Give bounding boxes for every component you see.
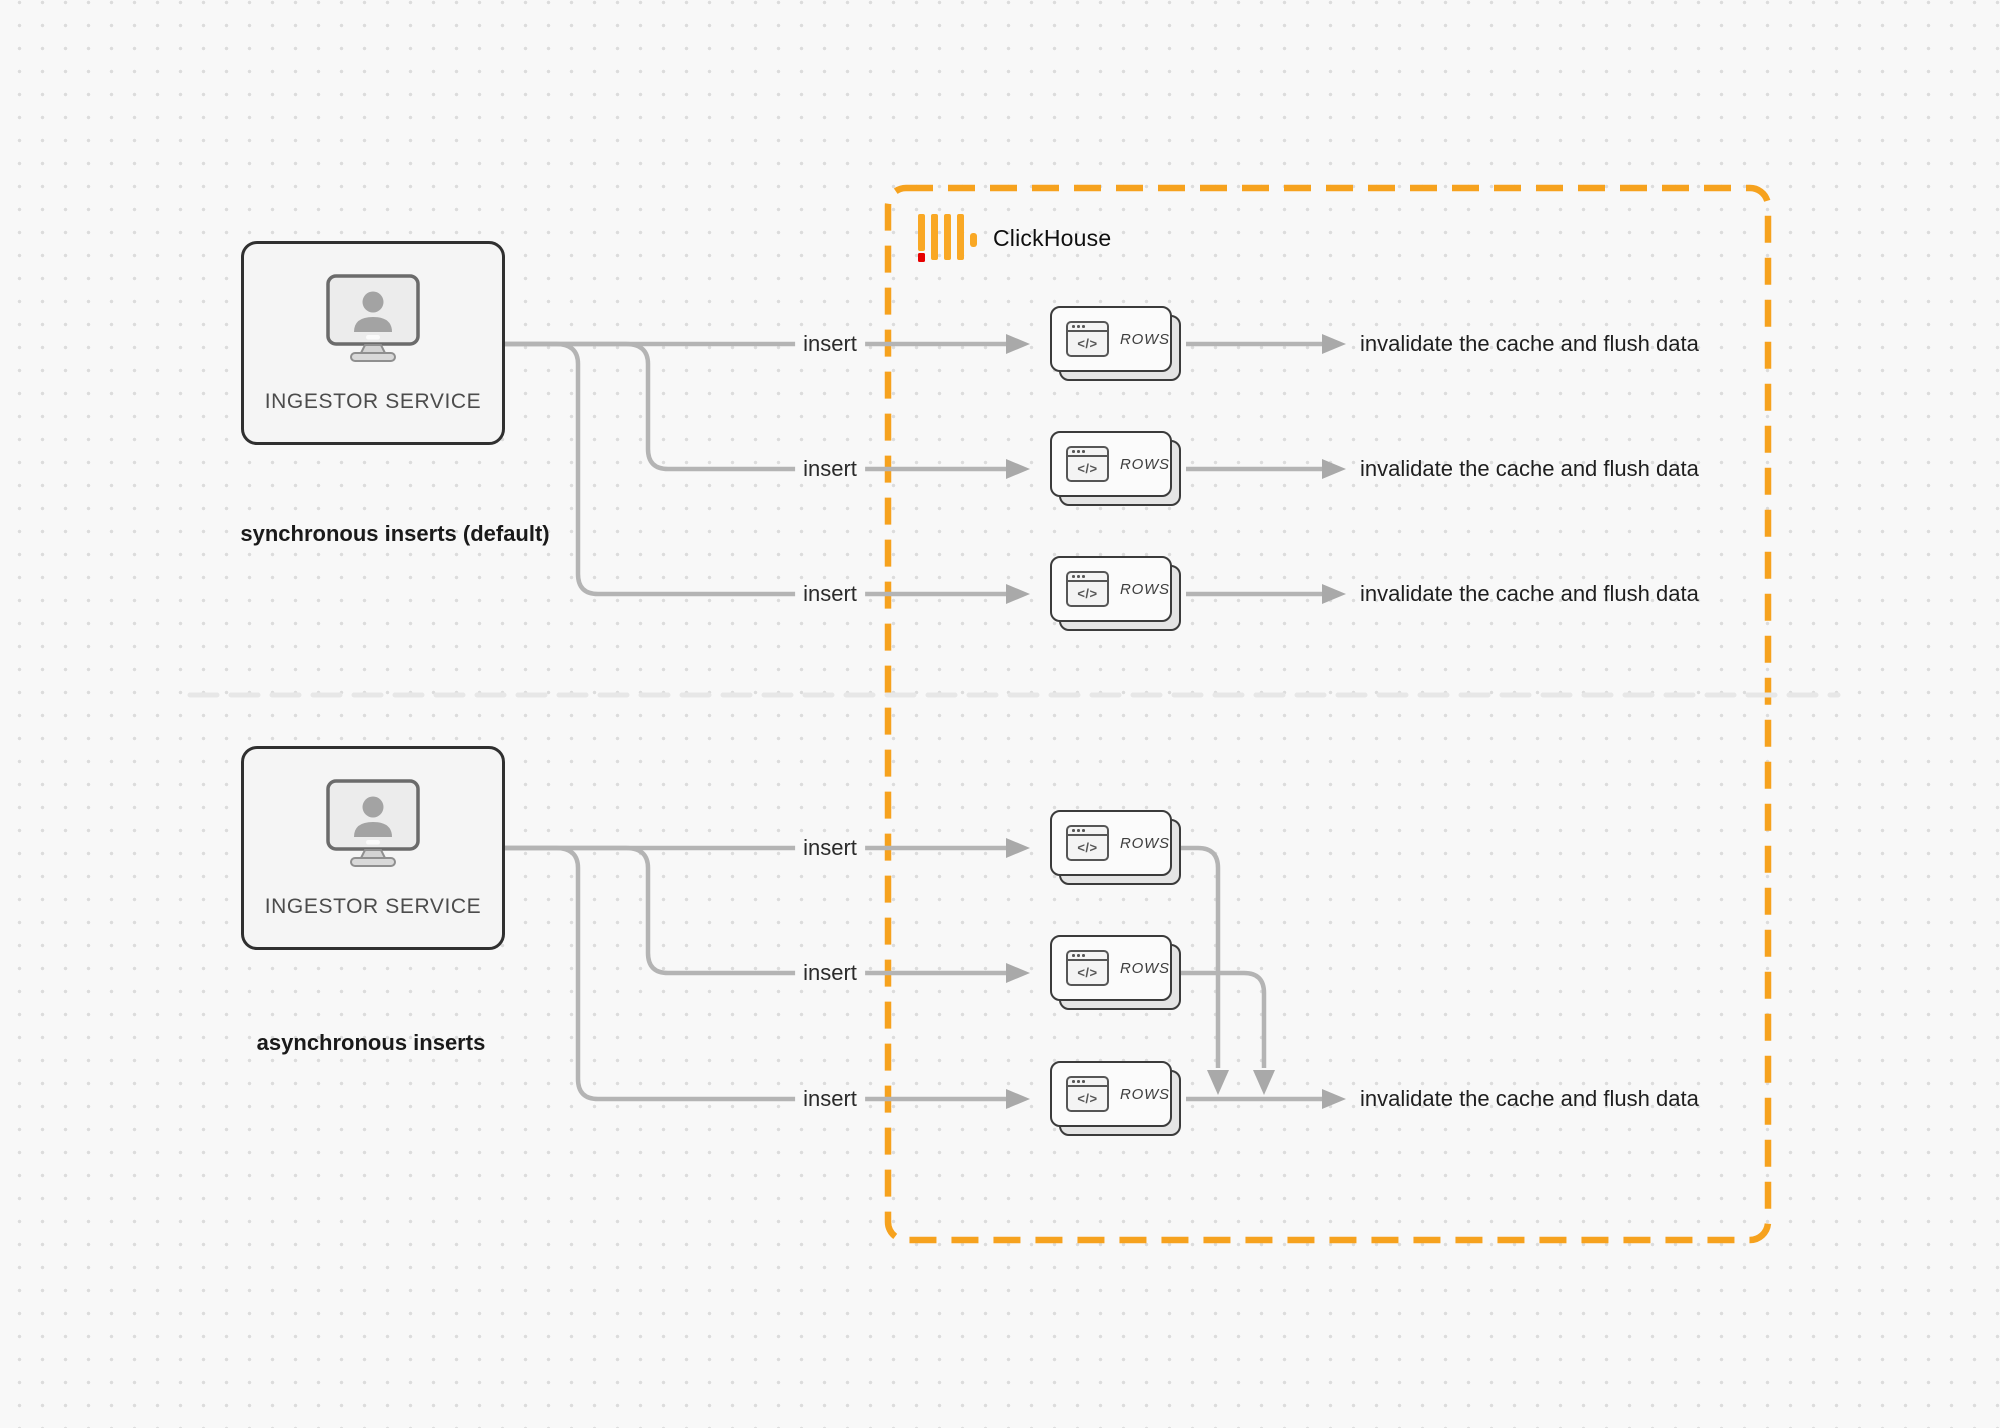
sync-arrowheads bbox=[1006, 334, 1346, 604]
monitor-user-icon bbox=[326, 274, 420, 367]
browser-code-icon: </> bbox=[1066, 1076, 1109, 1112]
ingestor-service-box-async: INGESTOR SERVICE bbox=[241, 746, 505, 950]
rows-label: ROWS bbox=[1120, 455, 1170, 473]
async-fanout-lines bbox=[505, 845, 1322, 1102]
outcome-label: invalidate the cache and flush data bbox=[1360, 581, 1699, 606]
insert-label: insert bbox=[795, 330, 865, 358]
rows-label: ROWS bbox=[1120, 580, 1170, 598]
rows-card: </> ROWS bbox=[1050, 810, 1181, 885]
rows-label: ROWS bbox=[1120, 1085, 1170, 1103]
ingestor-service-box-sync: INGESTOR SERVICE bbox=[241, 241, 505, 445]
service-label: INGESTOR SERVICE bbox=[264, 895, 482, 918]
rows-label: ROWS bbox=[1120, 834, 1170, 852]
rows-card: </> ROWS bbox=[1050, 431, 1181, 506]
insert-label: insert bbox=[795, 455, 865, 483]
insert-label: insert bbox=[795, 834, 865, 862]
browser-code-icon: </> bbox=[1066, 950, 1109, 986]
clickhouse-header: ClickHouse bbox=[918, 214, 1111, 262]
browser-code-icon: </> bbox=[1066, 825, 1109, 861]
clickhouse-title: ClickHouse bbox=[993, 224, 1112, 251]
rows-label: ROWS bbox=[1120, 959, 1170, 977]
rows-card: </> ROWS bbox=[1050, 1061, 1181, 1136]
service-label: INGESTOR SERVICE bbox=[264, 390, 482, 413]
rows-card: </> ROWS bbox=[1050, 935, 1181, 1010]
clickhouse-logo-icon bbox=[918, 214, 977, 262]
outcome-label: invalidate the cache and flush data bbox=[1360, 1086, 1699, 1111]
sync-section-caption: synchronous inserts (default) bbox=[240, 521, 550, 546]
async-section-caption: asynchronous inserts bbox=[256, 1030, 486, 1055]
browser-code-icon: </> bbox=[1066, 446, 1109, 482]
rows-label: ROWS bbox=[1120, 330, 1170, 348]
rows-card: </> ROWS bbox=[1050, 556, 1181, 631]
outcome-label: invalidate the cache and flush data bbox=[1360, 331, 1699, 356]
rows-card: </> ROWS bbox=[1050, 306, 1181, 381]
monitor-user-icon bbox=[326, 779, 420, 872]
outcome-label: invalidate the cache and flush data bbox=[1360, 456, 1699, 481]
sync-fanout-lines bbox=[505, 341, 1322, 597]
clickhouse-dashed-container bbox=[884, 184, 1772, 1244]
insert-label: insert bbox=[795, 580, 865, 608]
insert-label: insert bbox=[795, 1085, 865, 1113]
browser-code-icon: </> bbox=[1066, 321, 1109, 357]
insert-label: insert bbox=[795, 959, 865, 987]
async-arrowheads bbox=[1006, 838, 1346, 1109]
browser-code-icon: </> bbox=[1066, 571, 1109, 607]
